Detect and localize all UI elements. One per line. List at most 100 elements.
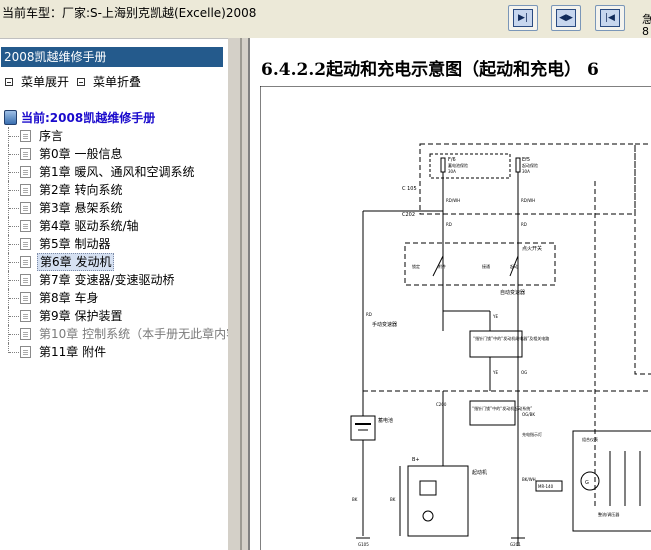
- document-icon: [20, 238, 31, 250]
- chapter-item-label: 第10章 控制系统（本手册无此章内容: [39, 327, 239, 341]
- book-icon: [4, 110, 17, 125]
- switch-contact-1: [432, 255, 444, 277]
- chapter-item[interactable]: 第7章 变速器/变速驱动桥: [0, 271, 228, 289]
- document-icon: [20, 148, 31, 160]
- next-page-button[interactable]: |◀: [595, 5, 625, 31]
- alternator-glyph: G: [585, 480, 589, 486]
- document-icon: [20, 202, 31, 214]
- tree-connector: [8, 163, 22, 181]
- chapter-item-label: 第8章 车身: [39, 291, 99, 305]
- regulator-label: 整流/调压器: [598, 511, 619, 517]
- chapter-item[interactable]: 序言: [0, 127, 228, 145]
- collapse-menu-button[interactable]: 菜单折叠: [77, 73, 141, 90]
- fuse-1-value: 30A: [448, 169, 456, 174]
- connector-c200-label: C200: [436, 402, 447, 407]
- chapter-item-label: 第1章 暖风、通风和空调系统: [39, 165, 195, 179]
- chapter-item-label: 第9章 保护装置: [39, 309, 123, 323]
- alternator-symbol: [580, 471, 600, 491]
- chapter-item-label: 第5章 制动器: [39, 237, 111, 251]
- clipped-char-1: 急: [642, 13, 651, 26]
- splitter-edge: [248, 38, 250, 550]
- ground-g201-label: G201: [510, 542, 521, 547]
- tree-root-label: 当前:2008凯越维修手册: [21, 111, 156, 125]
- ignition-pos-lock: 锁定: [412, 263, 420, 269]
- tree-connector: [8, 181, 22, 199]
- tree-connector: [8, 307, 22, 325]
- wire-label-ye: YE: [492, 314, 498, 319]
- tree-connector: [8, 145, 22, 163]
- fuse-2-label: Ef5: [522, 157, 530, 163]
- collapse-menu-label: 菜单折叠: [93, 75, 142, 89]
- starter-solenoid: [419, 480, 437, 496]
- panel-splitter[interactable]: [228, 38, 250, 550]
- document-icon: [20, 310, 31, 322]
- document-icon: [20, 292, 31, 304]
- starter-label: 起动机: [472, 469, 487, 476]
- chapter-item-label: 第6章 发动机: [37, 253, 115, 271]
- chapter-item[interactable]: 第2章 转向系统: [0, 181, 228, 199]
- chapter-item[interactable]: 第0章 一般信息: [0, 145, 228, 163]
- starter-motor-symbol: [422, 510, 434, 522]
- wire-label-og: OG: [521, 370, 527, 375]
- chapter-item[interactable]: 第10章 控制系统（本手册无此章内容: [0, 325, 238, 343]
- clipped-char-2: 8: [642, 25, 649, 38]
- document-icon: [20, 130, 31, 142]
- connector-c202-label: C202: [402, 212, 415, 218]
- wire-label-rd-3: RD: [366, 312, 372, 317]
- ignition-pos-acc: 附件: [438, 263, 446, 269]
- ignition-switch-outline: [404, 242, 556, 286]
- relay-box-label: “指针门锁”中的“发动机继电器”及相关电路: [473, 335, 549, 341]
- wire-label-ye-2: YE: [492, 370, 498, 375]
- chapter-item-label: 第7章 变速器/变速驱动桥: [39, 273, 175, 287]
- wire-label-rd-2: RD: [521, 222, 527, 227]
- battery-label: 蓄电池: [378, 417, 393, 424]
- manual-header[interactable]: 2008凯越维修手册: [1, 47, 223, 67]
- tree-connector: [8, 217, 22, 235]
- tree-connector: [8, 199, 22, 217]
- tree-connector: [8, 343, 22, 353]
- wire-label-bk-2: BK: [390, 497, 396, 502]
- manual-trans-label: 手动变速器: [372, 321, 397, 328]
- ignition-pos-on: 接通: [482, 263, 490, 269]
- chapter-item-label: 第0章 一般信息: [39, 147, 123, 161]
- ignition-system-box: [469, 400, 516, 426]
- chapter-item[interactable]: 第11章 附件: [0, 343, 228, 361]
- chapter-item[interactable]: 第9章 保护装置: [0, 307, 228, 325]
- fuse-box-extension: [634, 143, 651, 375]
- document-icon: [20, 184, 31, 196]
- document-icon: [20, 346, 31, 358]
- fit-page-button[interactable]: ◀▶: [551, 5, 581, 31]
- chapter-item[interactable]: 第4章 驱动系统/轴: [0, 217, 228, 235]
- chapter-item[interactable]: 第1章 暖风、通风和空调系统: [0, 163, 228, 181]
- wire-label-bk-1: BK: [352, 497, 358, 502]
- collapse-box-icon: [77, 77, 85, 86]
- chapter-item[interactable]: 第5章 制动器: [0, 235, 228, 253]
- expand-menu-label: 菜单展开: [21, 75, 70, 89]
- wire-label-rd-1: RD: [446, 222, 452, 227]
- tree-root[interactable]: 当前:2008凯越维修手册: [4, 109, 155, 126]
- ignition-switch-label: 点火开关: [522, 245, 542, 252]
- chapter-item-label: 第2章 转向系统: [39, 183, 123, 197]
- chapter-item-label: 第3章 悬架系统: [39, 201, 123, 215]
- fuse-1-symbol: [440, 157, 446, 173]
- chapter-item[interactable]: 第3章 悬架系统: [0, 199, 228, 217]
- expand-menu-button[interactable]: 菜单展开: [5, 73, 69, 90]
- tree-connector: [8, 253, 22, 271]
- diagram-border: [260, 86, 651, 550]
- fuse-2-symbol: [515, 157, 521, 173]
- wire-label-rdwh-2: RD/WH: [521, 198, 535, 203]
- ground-g105-label: G105: [358, 542, 369, 547]
- gen-warning-label: 充电指示灯: [522, 431, 542, 437]
- chapter-item[interactable]: 第8章 车身: [0, 289, 228, 307]
- section-title: 6.4.2.2起动和充电示意图（起动和充电） 6: [261, 60, 599, 80]
- ignition-system-label: “指针门锁”中的“发动机起动系统”: [472, 405, 532, 411]
- battery-symbol: [350, 415, 376, 441]
- switch-contact-2: [509, 255, 519, 277]
- cluster-label: 组合仪表: [582, 436, 598, 442]
- splitter-edge: [240, 38, 242, 550]
- chapter-item[interactable]: 第6章 发动机: [0, 253, 228, 271]
- wiring-diagram: F/6 蓄电池保险 30A Ef5 起动保险 30A C 105 RD/WH R…: [260, 86, 651, 550]
- prev-page-button[interactable]: ▶|: [508, 5, 538, 31]
- car-model-title: 当前车型：厂家:S-上海别克凯越(Excelle)2008: [2, 6, 257, 20]
- wire-label-bkwh: BK/WH: [522, 477, 536, 482]
